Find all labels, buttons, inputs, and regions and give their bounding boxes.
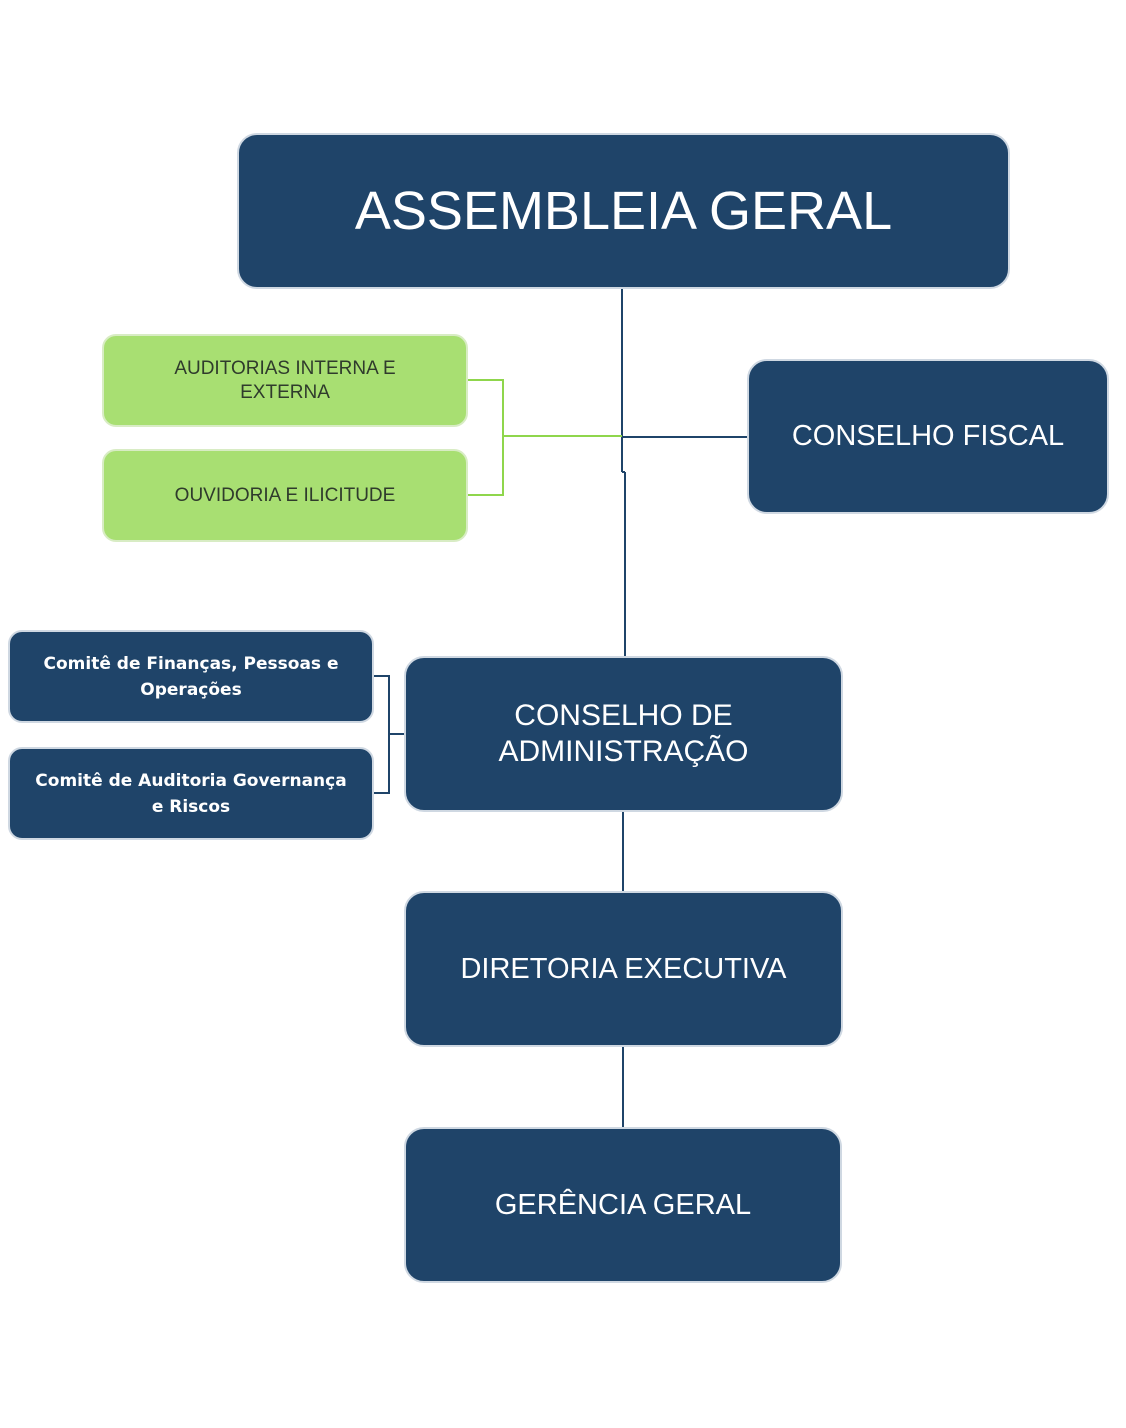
node-comite-financas: Comitê de Finanças, Pessoas e Operações [8,630,374,723]
node-conselho-fiscal-label: CONSELHO FISCAL [791,420,1065,452]
node-comite-financas-label: Comitê de Finanças, Pessoas e Operações [43,653,339,700]
node-diretoria-executiva: DIRETORIA EXECUTIVA [404,891,843,1047]
node-comite-auditoria-label: Comitê de Auditoria Governança e Riscos [35,770,347,817]
node-conselho-administracao: CONSELHO DE ADMINISTRAÇÃO [404,656,843,812]
connector-green-bracket [468,379,504,496]
node-assembleia-geral: ASSEMBLEIA GERAL [237,133,1010,289]
node-gerencia-geral: GERÊNCIA GERAL [404,1127,842,1283]
node-auditorias-label: AUDITORIAS INTERNA E EXTERNA [174,357,396,403]
connector-committee-bracket [374,675,390,794]
node-auditorias-interna-externa: AUDITORIAS INTERNA E EXTERNA [102,334,468,427]
node-gerencia-geral-label: GERÊNCIA GERAL [494,1188,752,1221]
node-diretoria-executiva-label: DIRETORIA EXECUTIVA [460,952,787,985]
node-comite-auditoria: Comitê de Auditoria Governança e Riscos [8,747,374,840]
node-assembleia-geral-label: ASSEMBLEIA GERAL [354,181,893,241]
node-ouvidoria-label: OUVIDORIA E ILICITUDE [174,484,396,506]
node-conselho-fiscal: CONSELHO FISCAL [747,359,1109,514]
node-ouvidoria-ilicitude: OUVIDORIA E ILICITUDE [102,449,468,542]
node-conselho-administracao-label: CONSELHO DE ADMINISTRAÇÃO [498,699,749,768]
